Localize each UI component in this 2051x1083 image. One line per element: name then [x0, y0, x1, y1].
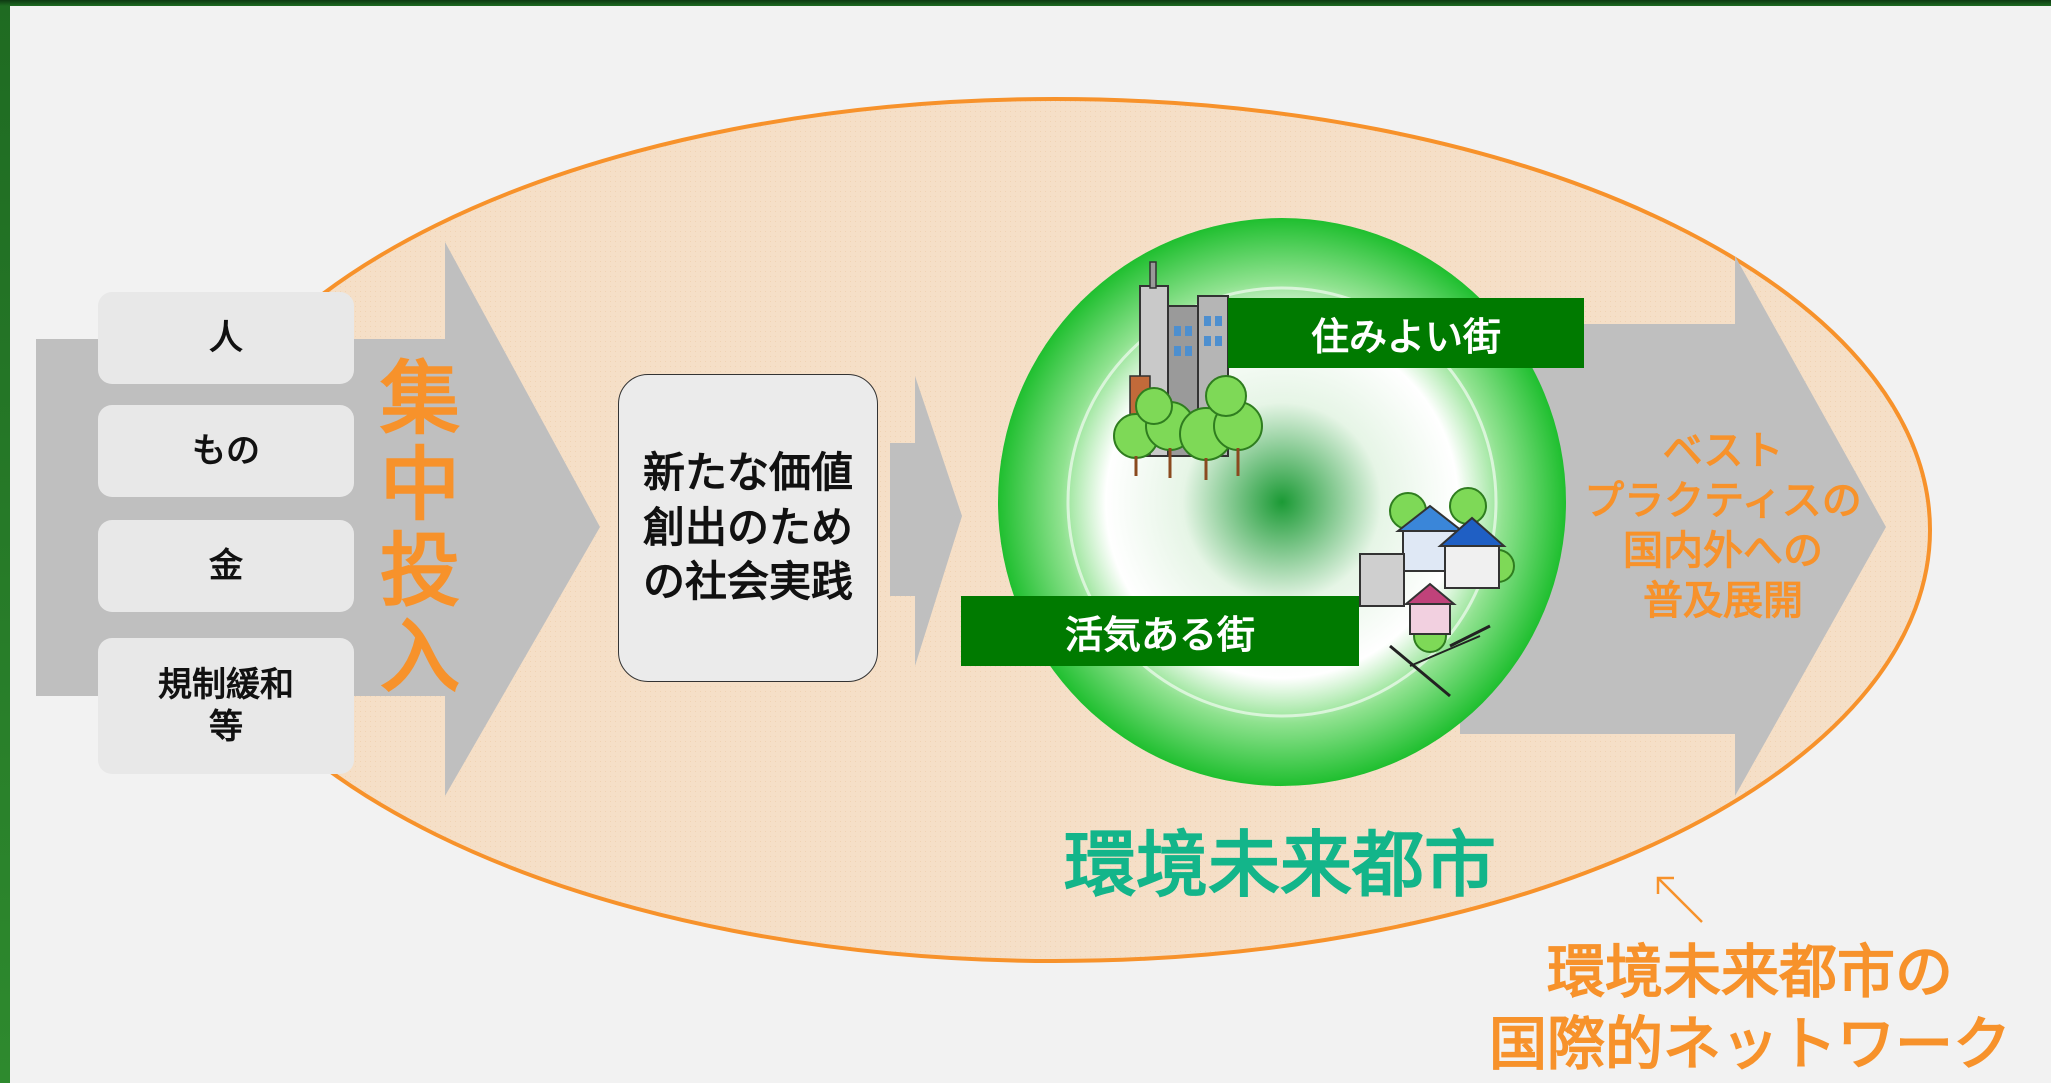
- practice-arrow: [890, 376, 962, 666]
- resource-box-money: 金: [98, 520, 354, 612]
- vibrant-town-label: 活気ある街: [961, 596, 1359, 666]
- livable-town-label: 住みよい街: [1228, 298, 1584, 368]
- network-label: 環境未来都市の 国際的ネットワーク: [1488, 938, 2011, 1078]
- best-practice-label: ベスト プラクティスの 国内外への 普及展開: [1584, 428, 1862, 624]
- slide-canvas: 人 もの 金 規制緩和 等 集中投入 新たな価値 創出のため の社会実践 住みよ…: [10, 6, 2051, 1083]
- resource-things-label: もの: [192, 430, 260, 471]
- concentrated-investment-label: 集中投入: [367, 356, 460, 700]
- resource-deregulation-label: 規制緩和 等: [158, 664, 294, 748]
- resource-box-people: 人: [98, 292, 354, 384]
- residential-illustration: [1359, 487, 1515, 698]
- network-pointer-arrowhead: [1656, 876, 1674, 894]
- new-value-box: 新たな価値 創出のため の社会実践: [618, 374, 878, 682]
- globe-ring: [1066, 286, 1498, 718]
- spread-arrow: [1460, 256, 1886, 796]
- resource-people-label: 人: [209, 317, 243, 358]
- network-pointer-arrow: [1657, 877, 1703, 923]
- city-title: 環境未来都市: [1063, 823, 1496, 907]
- resource-box-deregulation: 規制緩和 等: [98, 638, 354, 774]
- resource-box-things: もの: [98, 405, 354, 497]
- resource-money-label: 金: [209, 545, 243, 586]
- high-rise-illustration: [1113, 261, 1263, 480]
